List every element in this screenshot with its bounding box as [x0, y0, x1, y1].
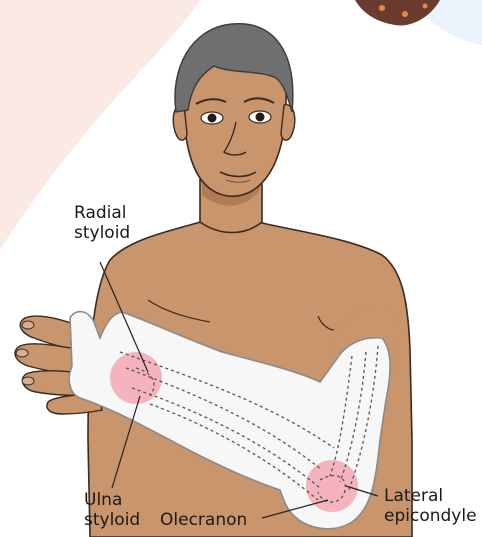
- radial-styloid-label: Radial styloid: [74, 203, 130, 243]
- right-pupil: [256, 113, 265, 122]
- corner-dot-icon: [423, 4, 428, 9]
- corner-dot-icon: [402, 11, 408, 17]
- radial-styloid-pressure-point: [110, 352, 162, 404]
- ulna-styloid-label: Ulna styloid: [84, 490, 140, 530]
- corner-decoration-icon: [355, 0, 440, 26]
- left-pupil: [208, 114, 217, 123]
- corner-dot-icon: [379, 5, 385, 11]
- fingernail: [16, 349, 28, 357]
- olecranon-label: Olecranon: [160, 510, 247, 530]
- lateral-epicondyle-label: Lateral epicondyle: [384, 486, 477, 526]
- fingernail: [22, 377, 34, 385]
- fingernail: [22, 321, 34, 329]
